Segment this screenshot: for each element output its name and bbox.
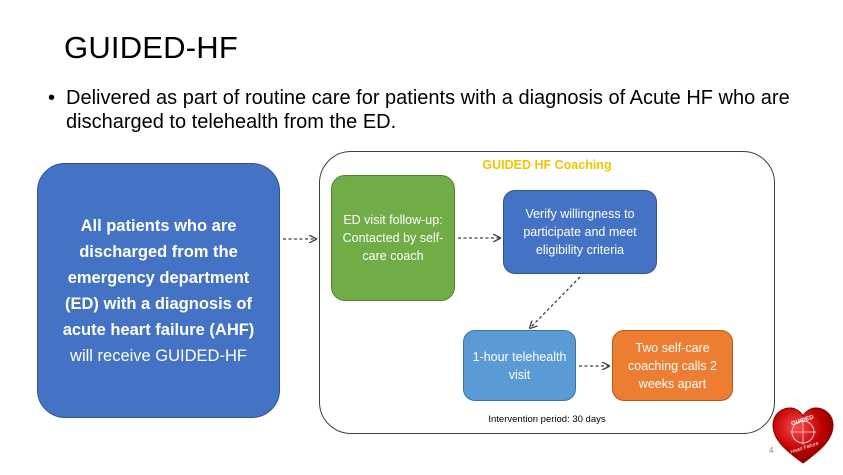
eligibility-box: All patients who are discharged from the… — [37, 163, 280, 418]
step-coaching-calls: Two self-care coaching calls 2 weeks apa… — [612, 330, 733, 401]
step-ed-follow-up: ED visit follow-up: Contacted by self-ca… — [331, 175, 455, 301]
eligibility-bold-text: All patients who are discharged from the… — [62, 216, 255, 339]
eligibility-text: All patients who are discharged from the… — [52, 213, 265, 369]
step-verify-eligibility-text: Verify willingness to participate and me… — [523, 207, 637, 257]
step-ed-follow-up-text: ED visit follow-up: Contacted by self-ca… — [342, 213, 444, 263]
eligibility-normal-text: will receive GUIDED-HF — [70, 346, 247, 365]
bullet-icon: • — [48, 87, 56, 109]
step-telehealth-visit-text: 1-hour telehealth visit — [472, 349, 567, 382]
step-coaching-calls-text: Two self-care coaching calls 2 weeks apa… — [628, 340, 717, 391]
heart-logo-icon: GUIDED Heart Failure — [772, 407, 834, 464]
intervention-period: Intervention period: 30 days — [488, 414, 606, 425]
coaching-panel-title: GUIDED HF Coaching — [482, 158, 612, 172]
step-verify-eligibility: Verify willingness to participate and me… — [503, 190, 657, 274]
slide-title: GUIDED-HF — [64, 30, 239, 65]
step-telehealth-visit: 1-hour telehealth visit — [463, 330, 576, 401]
bullet-text: Delivered as part of routine care for pa… — [66, 87, 790, 133]
page-number: 4 — [769, 446, 774, 455]
